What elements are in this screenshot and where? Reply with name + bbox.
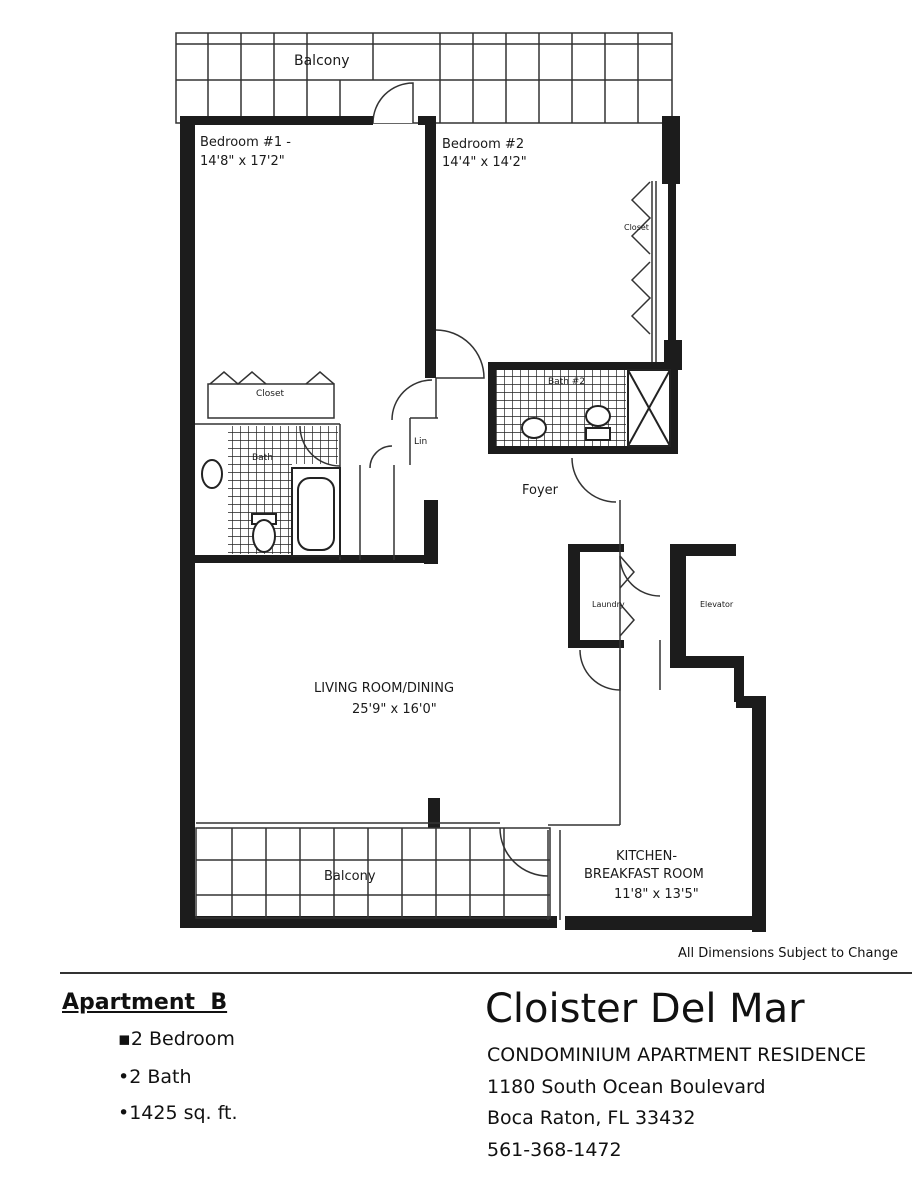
living-room-size: 25'9" x 16'0" [352, 702, 437, 717]
apartment-title: Apartment B [62, 990, 228, 1015]
door-swing-icon [372, 82, 414, 124]
bedroom2-size: 14'4" x 14'2" [442, 155, 527, 170]
living-room-name: LIVING ROOM/DINING [314, 681, 454, 696]
dimensions-disclaimer: All Dimensions Subject to Change [678, 946, 898, 961]
bedroom1-name: Bedroom #1 - [200, 135, 291, 150]
linen-label: Lin [414, 437, 427, 447]
laundry-label: Laundry [592, 600, 625, 609]
property-name: Cloister Del Mar [485, 986, 805, 1032]
kitchen-name-line2: BREAKFAST ROOM [584, 867, 704, 882]
kitchen-size: 11'8" x 13'5" [614, 887, 699, 902]
bath1-label: Bath [252, 453, 273, 463]
floor-plan-diagram: Balcony Bedroom #1 - 14'8" x 17'2" Bedro… [175, 32, 766, 932]
balcony-bottom-label: Balcony [324, 869, 376, 884]
balcony-bottom-area [195, 827, 551, 919]
door-swings [299, 329, 661, 877]
feature-square-feet: •1425 sq. ft. [118, 1102, 238, 1124]
bath-fixtures [201, 369, 671, 557]
bedroom1-size: 14'8" x 17'2" [200, 154, 285, 169]
bath2-label: Bath #2 [548, 377, 585, 387]
sink-icon [201, 459, 223, 489]
closet-folding-doors [207, 181, 652, 637]
property-phone: 561-368-1472 [487, 1139, 622, 1161]
bedroom2-name: Bedroom #2 [442, 137, 524, 152]
toilet-icon [585, 405, 611, 427]
property-street-address: 1180 South Ocean Boulevard [487, 1076, 766, 1098]
balcony-top-area [175, 32, 673, 124]
property-subtitle: CONDOMINIUM APARTMENT RESIDENCE [487, 1044, 867, 1066]
walls [180, 116, 766, 932]
closet-b1-label: Closet [256, 389, 285, 399]
elevator-label: Elevator [700, 600, 734, 609]
feature-baths: •2 Bath [118, 1066, 192, 1088]
balcony-top-label: Balcony [294, 53, 350, 69]
sink-icon [521, 417, 547, 439]
foyer-label: Foyer [522, 483, 559, 498]
kitchen-name-line1: KITCHEN- [616, 849, 677, 864]
bath1-floor-tiles-upper [292, 426, 338, 464]
property-city-address: Boca Raton, FL 33432 [487, 1107, 696, 1129]
closet-b2-label: Closet [624, 223, 649, 232]
divider-rule [60, 972, 912, 974]
feature-bedrooms: ▪2 Bedroom [118, 1028, 235, 1050]
